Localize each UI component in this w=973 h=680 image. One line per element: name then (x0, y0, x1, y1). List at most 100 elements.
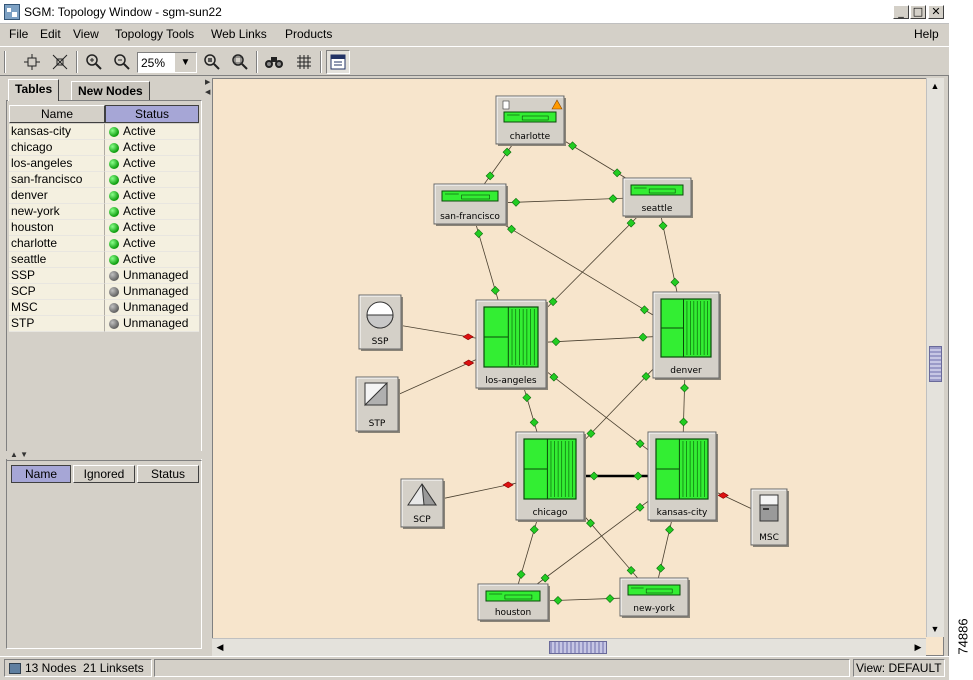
linkset-chicago-kansas-city[interactable] (584, 471, 648, 481)
link-end-marker[interactable] (485, 171, 495, 181)
link-end-marker[interactable] (656, 563, 666, 573)
node-SSP[interactable]: SSP (358, 294, 403, 351)
close-button[interactable]: ✕ (928, 5, 944, 19)
link-end-marker[interactable] (638, 332, 648, 342)
menu-help[interactable]: Help (914, 27, 939, 41)
scroll-up-icon[interactable]: ▲ (930, 81, 940, 91)
linkset-chicago-new-york[interactable] (583, 515, 638, 579)
link-end-marker[interactable] (474, 229, 484, 239)
column-header-ignored[interactable]: Ignored (73, 465, 135, 483)
zoom-region-in-button[interactable] (200, 50, 224, 74)
link-end-marker[interactable] (608, 194, 618, 204)
linkset-SCP-chicago[interactable] (442, 481, 517, 499)
menu-file[interactable]: File (9, 27, 29, 41)
linkset-STP-los-angeles[interactable] (397, 359, 477, 395)
linkset-charlotte-san-francisco[interactable] (483, 143, 514, 185)
link-end-marker[interactable] (626, 218, 636, 228)
chevron-down-icon[interactable]: ▼ (174, 53, 196, 72)
link-end-marker[interactable] (670, 277, 680, 287)
zoom-combo[interactable]: 25% ▼ (137, 52, 197, 73)
linkset-kansas-city-houston[interactable] (536, 501, 649, 585)
link-line[interactable] (400, 325, 477, 339)
menu-view[interactable]: View (73, 27, 99, 41)
tab-tables[interactable]: Tables (8, 79, 60, 101)
minimize-button[interactable]: _ (893, 5, 909, 19)
link-end-marker[interactable] (626, 565, 636, 575)
vertical-splitter[interactable]: ▶◀ (205, 78, 211, 656)
grid-button[interactable] (292, 50, 316, 74)
link-end-marker[interactable] (529, 525, 539, 535)
linkset-los-angeles-denver[interactable] (545, 332, 654, 347)
warning-icon[interactable] (551, 99, 563, 110)
arrange-button[interactable] (20, 50, 44, 74)
link-end-marker[interactable] (589, 471, 599, 481)
column-header-name[interactable]: Name (11, 465, 71, 483)
linkset-MSC-kansas-city[interactable] (715, 491, 752, 509)
linkset-seattle-los-angeles[interactable] (545, 215, 639, 310)
linkset-los-angeles-kansas-city[interactable] (545, 370, 649, 451)
link-end-marker[interactable] (680, 383, 689, 393)
link-end-marker[interactable] (612, 168, 622, 178)
link-end-marker[interactable] (568, 141, 577, 151)
linkset-chicago-houston[interactable] (516, 519, 539, 585)
linkset-houston-new-york[interactable] (547, 594, 621, 605)
link-end-marker[interactable] (586, 429, 596, 438)
column-header-status[interactable]: Status (105, 105, 199, 123)
link-end-marker[interactable] (490, 285, 500, 295)
link-line[interactable] (502, 223, 654, 316)
menu-edit[interactable]: Edit (40, 27, 61, 41)
link-down-marker[interactable] (717, 492, 729, 499)
zoom-in-button[interactable] (82, 50, 106, 74)
node-kansas-city[interactable]: kansas-city (647, 431, 718, 522)
link-end-marker[interactable] (679, 417, 688, 427)
link-end-marker[interactable] (502, 147, 512, 157)
link-end-marker[interactable] (665, 525, 674, 535)
scroll-right-icon[interactable]: ▶ (914, 641, 922, 652)
link-end-marker[interactable] (522, 393, 532, 403)
link-line[interactable] (442, 482, 517, 499)
panel-splitter[interactable]: ▲ ▼ (4, 451, 204, 459)
link-end-marker[interactable] (549, 372, 559, 382)
linkset-charlotte-seattle[interactable] (563, 140, 626, 179)
link-line[interactable] (397, 359, 477, 395)
link-end-marker[interactable] (586, 518, 595, 528)
link-line[interactable] (545, 215, 639, 310)
topology-canvas[interactable]: charlottesan-franciscoseattlelos-angeles… (213, 79, 944, 656)
linkset-SSP-los-angeles[interactable] (400, 325, 477, 341)
maximize-button[interactable]: □ (910, 5, 926, 19)
link-line[interactable] (583, 368, 654, 442)
scroll-left-icon[interactable]: ◀ (216, 641, 224, 652)
node-denver[interactable]: denver (652, 291, 721, 380)
column-header-status[interactable]: Status (137, 465, 199, 483)
linkset-san-francisco-seattle[interactable] (505, 194, 624, 207)
find-button[interactable] (262, 50, 286, 74)
link-end-marker[interactable] (548, 297, 558, 307)
link-line[interactable] (545, 336, 654, 343)
node-charlotte[interactable]: charlotte (495, 95, 566, 146)
link-end-marker[interactable] (540, 573, 550, 583)
menu-topology-tools[interactable]: Topology Tools (115, 27, 195, 41)
link-end-marker[interactable] (507, 224, 516, 234)
linkset-denver-kansas-city[interactable] (679, 377, 689, 433)
link-end-marker[interactable] (551, 337, 561, 347)
link-end-marker[interactable] (605, 594, 615, 603)
link-end-marker[interactable] (553, 595, 563, 605)
link-down-marker[interactable] (462, 333, 474, 341)
link-end-marker[interactable] (529, 417, 539, 427)
node-seattle[interactable]: seattle (622, 177, 693, 218)
zoom-region-out-button[interactable] (228, 50, 252, 74)
node-chicago[interactable]: chicago (515, 431, 586, 522)
tab-new-nodes[interactable]: New Nodes (71, 81, 150, 101)
link-end-marker[interactable] (635, 502, 645, 512)
vertical-scroll-thumb[interactable] (929, 346, 942, 382)
node-los-angeles[interactable]: los-angeles (475, 299, 548, 390)
link-end-marker[interactable] (516, 569, 526, 579)
